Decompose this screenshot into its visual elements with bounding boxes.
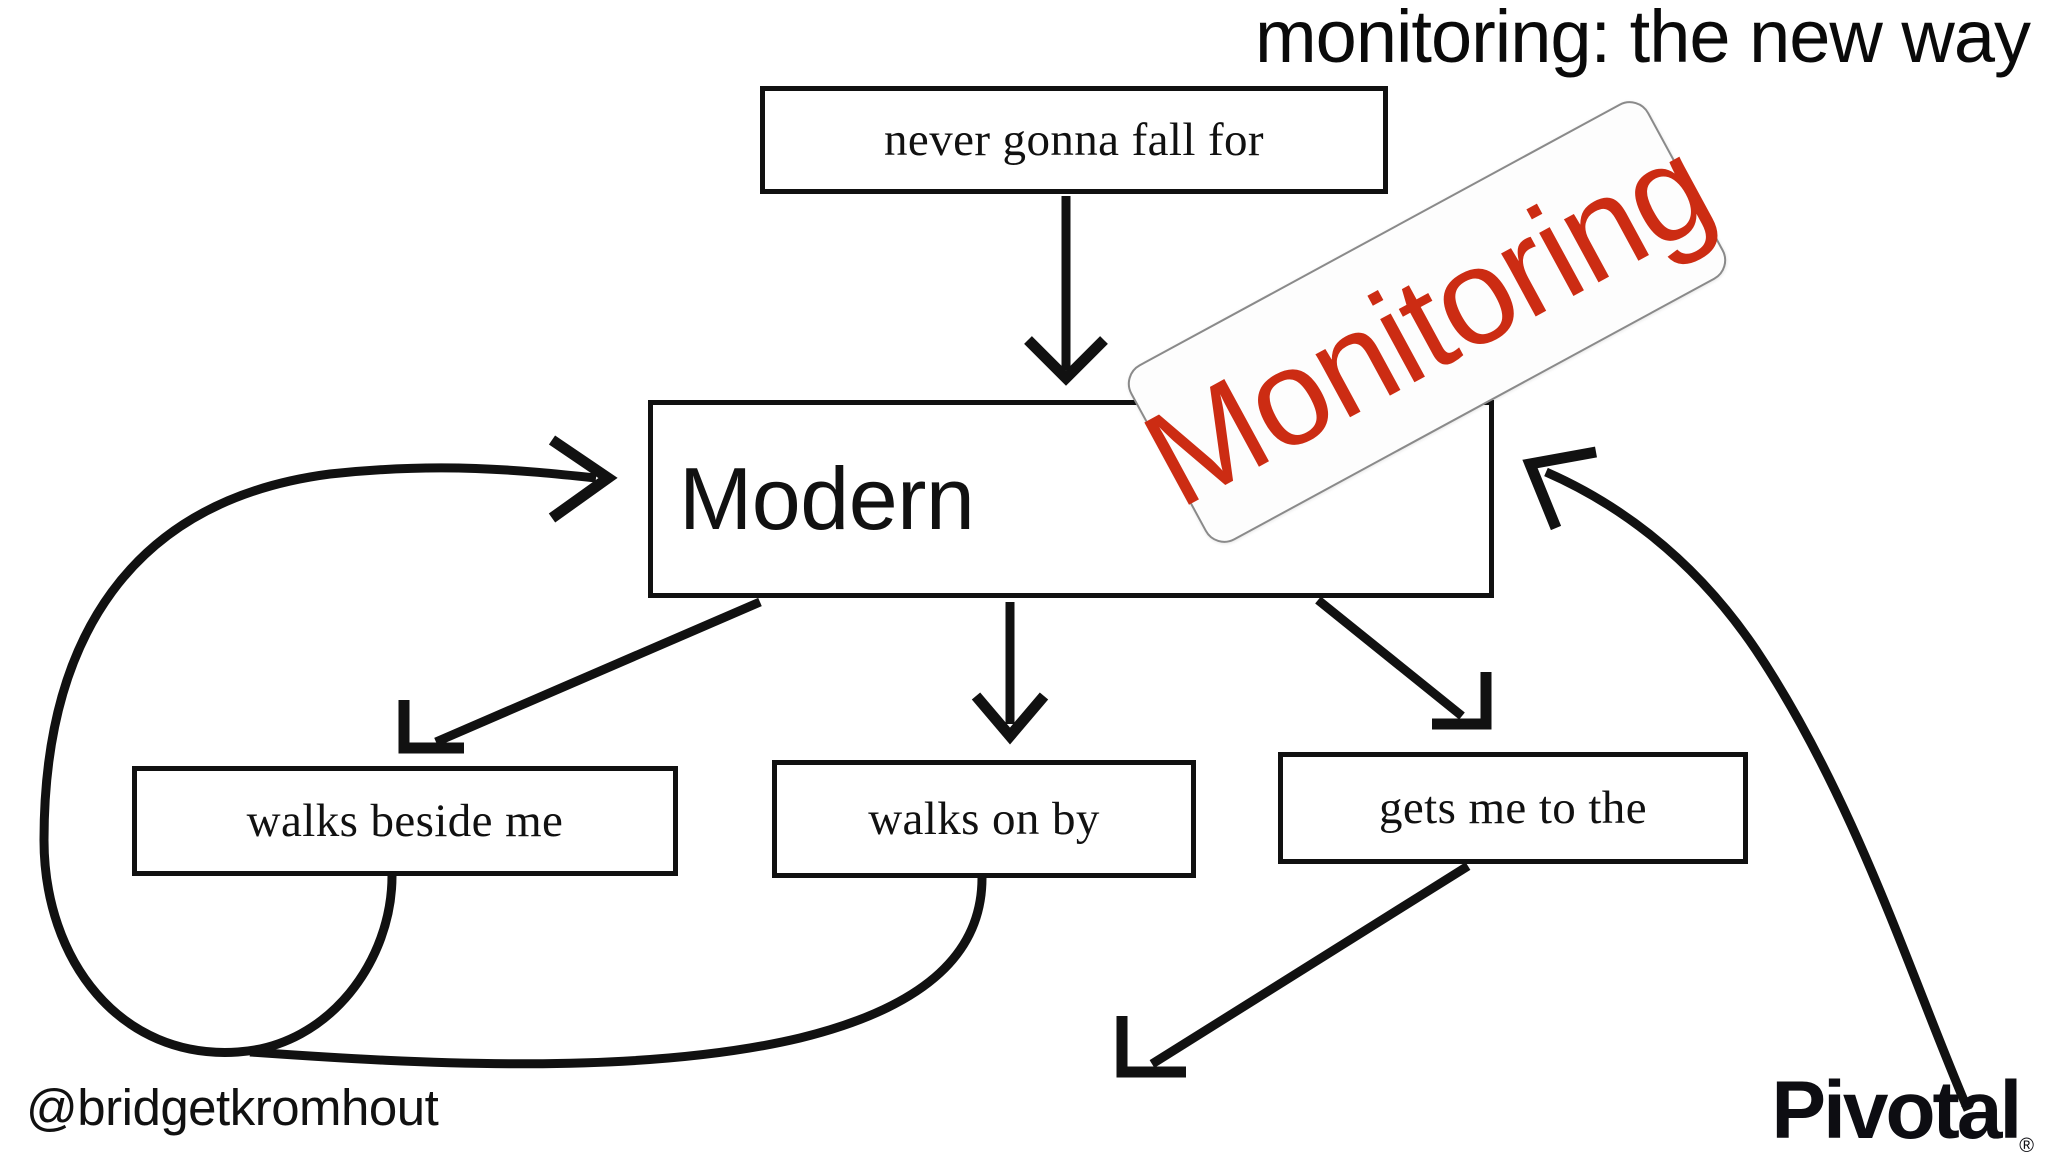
edge-modern-to-gets	[1315, 596, 1465, 720]
edge-beside-to-modern-loop	[39, 463, 597, 1057]
arrowhead-modern-to-onby	[971, 692, 1049, 745]
twitter-handle: @bridgetkromhout	[26, 1079, 439, 1136]
edge-onby-to-bottom-loop	[249, 877, 987, 1069]
arrowhead-gets-down-left	[1116, 1016, 1186, 1078]
arrowhead-modern-to-beside	[398, 700, 464, 754]
arrowhead-never-to-modern	[1024, 336, 1108, 386]
node-label: Modern	[679, 449, 975, 548]
pivotal-logo: Pivotal®	[1771, 1064, 2034, 1152]
pivotal-logo-text: Pivotal	[1771, 1065, 2022, 1152]
node-walks-beside-me: walks beside me	[132, 766, 678, 876]
edge-gets-to-down-left	[1149, 862, 1471, 1068]
arrowhead-right-loop-to-modern	[1522, 446, 1597, 531]
node-label: walks on by	[868, 793, 1100, 845]
edge-modern-to-beside	[434, 597, 762, 747]
node-label: never gonna fall for	[884, 114, 1264, 166]
page-title: monitoring: the new way	[1255, 0, 2031, 78]
node-gets-me-to-the: gets me to the	[1278, 752, 1748, 864]
node-label: gets me to the	[1379, 782, 1647, 834]
arrowhead-modern-to-gets	[1432, 672, 1492, 730]
arrowhead-beside-to-modern	[548, 435, 618, 523]
node-label: walks beside me	[246, 795, 564, 847]
registered-mark-icon: ®	[2019, 1135, 2034, 1152]
edge-right-loop-to-modern	[1544, 467, 1973, 1112]
node-never-gonna-fall-for: never gonna fall for	[760, 86, 1388, 194]
node-walks-on-by: walks on by	[772, 760, 1196, 878]
